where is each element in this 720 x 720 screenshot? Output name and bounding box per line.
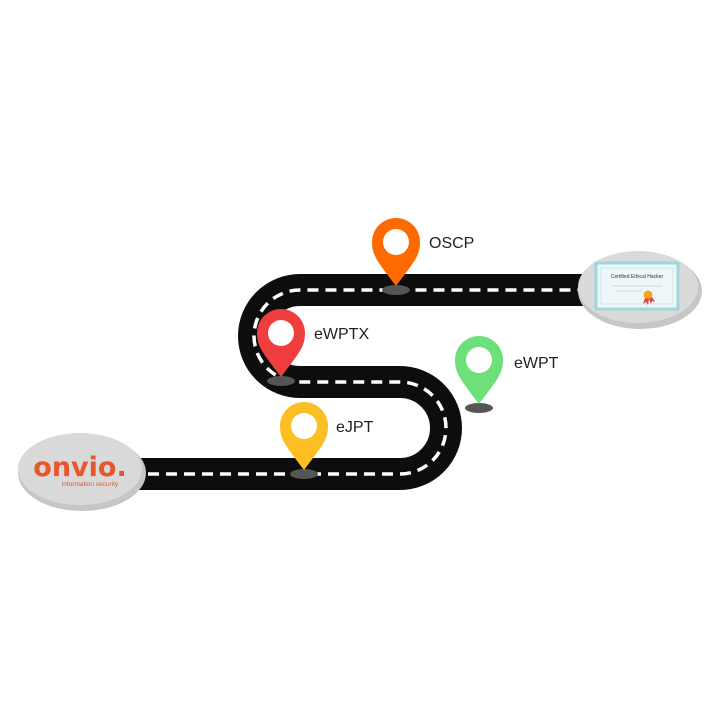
pin-shadow: [267, 376, 295, 386]
road: [130, 274, 600, 490]
onvio-logo: onvio.: [33, 452, 126, 483]
milestone-label: eWPT: [514, 355, 559, 372]
milestone-oscp: OSCP: [372, 218, 474, 295]
milestone-label: OSCP: [429, 235, 474, 252]
road-lane-marking: [130, 288, 600, 476]
onvio-tagline: information security: [62, 481, 119, 488]
milestone-ejpt: eJPT: [280, 402, 374, 479]
seal-icon: [643, 290, 653, 300]
certificate-title: Certified Ethical Hacker: [611, 274, 664, 280]
milestone-ewptx: eWPTX: [257, 309, 369, 386]
pin-shadow: [382, 285, 410, 295]
pin-shadow: [290, 469, 318, 479]
milestone-ewpt: eWPT: [455, 336, 559, 413]
pin-shadow: [465, 403, 493, 413]
ribbon-icon: [643, 298, 649, 305]
start-badge-disc: [18, 433, 142, 505]
milestone-label: eWPTX: [314, 326, 369, 343]
milestone-label: eJPT: [336, 419, 374, 436]
end-badge: Certified Ethical Hacker: [578, 251, 702, 329]
certificate-icon: Certified Ethical Hacker: [594, 261, 680, 311]
start-badge: onvio. information security: [18, 433, 146, 511]
